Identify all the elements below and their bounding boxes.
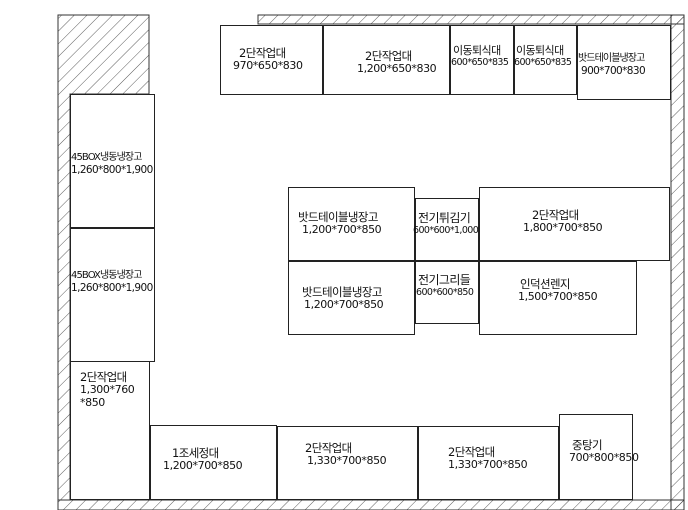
wall-top [257, 14, 685, 25]
equipment-dims: 1,260*800*1,900 [71, 281, 153, 294]
equipment-dims: 900*700*830 [581, 64, 646, 77]
equipment-dims-line1: 1,300*760 [80, 383, 135, 397]
equipment-induction-range [479, 261, 637, 335]
equipment-mobile-table-2 [514, 25, 577, 95]
equipment-name: 중탕기 [572, 438, 603, 452]
equipment-dims: 1,200*700*850 [304, 298, 384, 312]
equipment-name: 2단작업대 [448, 445, 495, 459]
label-stock-pot-stove: 중탕기 700*800*850 [569, 438, 639, 465]
equipment-fridge-table-mid-1 [288, 187, 415, 261]
equipment-mobile-table-1 [450, 25, 514, 95]
label-freezer-2: 45BOX냉동냉장고 1,260*800*1,900 [71, 270, 153, 294]
label-worktable-1800: 2단작업대 1,800*700*850 [523, 208, 603, 235]
equipment-fridge-table-mid-2 [288, 261, 415, 335]
label-mobile-table-2: 이동퇴식대 600*650*835 [514, 44, 572, 69]
equipment-griddle [415, 261, 479, 324]
equipment-name: 2단작업대 [305, 441, 352, 455]
wall-bottom [57, 499, 685, 510]
equipment-worktable-1200-top [323, 25, 450, 95]
label-fridge-table-top: 밧드테이블냉장고 900*700*830 [578, 53, 646, 77]
label-worktable-bottom-2: 2단작업대 1,330*700*850 [448, 445, 528, 472]
label-fridge-table-mid-1: 밧드테이블냉장고 1,200*700*850 [298, 210, 382, 237]
equipment-dims: 970*650*830 [233, 59, 303, 73]
equipment-name: 이동퇴식대 [516, 44, 564, 57]
equipment-dims: 1,330*700*850 [448, 458, 528, 472]
equipment-sink [150, 425, 277, 500]
equipment-worktable-1800 [479, 187, 670, 261]
equipment-freezer-1 [70, 94, 155, 228]
equipment-worktable-bottom-1 [277, 426, 418, 500]
label-sink: 1조세정대 1,200*700*850 [163, 446, 243, 473]
equipment-worktable-970 [220, 25, 323, 95]
equipment-name: 전기튀김기 [418, 211, 471, 225]
equipment-name: 2단작업대 [365, 49, 412, 63]
equipment-freezer-2 [70, 228, 155, 362]
walls [57, 14, 685, 510]
equipment-name: 이동퇴식대 [453, 44, 501, 57]
equipment-dims: 1,200*700*850 [302, 223, 382, 237]
equipment-dims: 1,200*650*830 [357, 62, 437, 76]
equipment-dims-line2: *850 [80, 395, 105, 409]
wall-right [670, 14, 685, 510]
equipment-worktable-left [70, 362, 150, 500]
label-induction-range: 인덕션렌지 1,500*700*850 [518, 277, 598, 304]
equipment-stock-pot-stove [559, 414, 633, 500]
equipment-name: 인덕션렌지 [520, 277, 571, 291]
equipment-name: 밧드테이블냉장고 [302, 285, 382, 299]
equipment-dims: 600*600*850 [416, 286, 474, 298]
label-worktable-970: 2단작업대 970*650*830 [233, 46, 303, 73]
label-mobile-table-1: 이동퇴식대 600*650*835 [451, 44, 509, 69]
equipment-worktable-bottom-2 [418, 426, 559, 500]
equipment-dims: 600*650*835 [514, 56, 572, 68]
label-worktable-1200-top: 2단작업대 1,200*650*830 [357, 49, 437, 76]
equipment-name: 2단작업대 [239, 46, 286, 60]
label-griddle: 전기그리들 600*600*850 [416, 273, 474, 299]
equipment-dims: 1,500*700*850 [518, 290, 598, 304]
equipment-dims: 1,200*700*850 [163, 459, 243, 473]
label-freezer-1: 45BOX냉동냉장고 1,260*800*1,900 [71, 152, 153, 176]
equipment-dims: 1,260*800*1,900 [71, 163, 153, 176]
label-fryer: 전기튀김기 600*600*1,000 [413, 211, 479, 237]
equipment-name: 45BOX냉동냉장고 [71, 270, 142, 281]
equipment-name: 밧드테이블냉장고 [298, 210, 378, 224]
equipment-fridge-table-top [577, 25, 671, 100]
label-worktable-bottom-1: 2단작업대 1,330*700*850 [305, 441, 387, 468]
equipment-name: 전기그리들 [418, 273, 471, 287]
equipment-dims: 600*600*1,000 [413, 224, 479, 236]
equipment-name: 2단작업대 [532, 208, 579, 222]
equipment-fryer [415, 198, 479, 261]
equipment-name: 밧드테이블냉장고 [578, 53, 645, 64]
label-fridge-table-mid-2: 밧드테이블냉장고 1,200*700*850 [302, 285, 384, 312]
equipment-dims: 1,800*700*850 [523, 221, 603, 235]
label-worktable-left: 2단작업대 1,300*760 *850 [80, 370, 135, 410]
equipment-name: 2단작업대 [80, 370, 127, 384]
equipment-dims: 700*800*850 [569, 451, 639, 465]
equipment-name: 45BOX냉동냉장고 [71, 152, 142, 163]
equipment-dims: 1,330*700*850 [307, 454, 387, 468]
equipment-name: 1조세정대 [172, 446, 219, 460]
equipment-dims: 600*650*835 [451, 56, 509, 68]
